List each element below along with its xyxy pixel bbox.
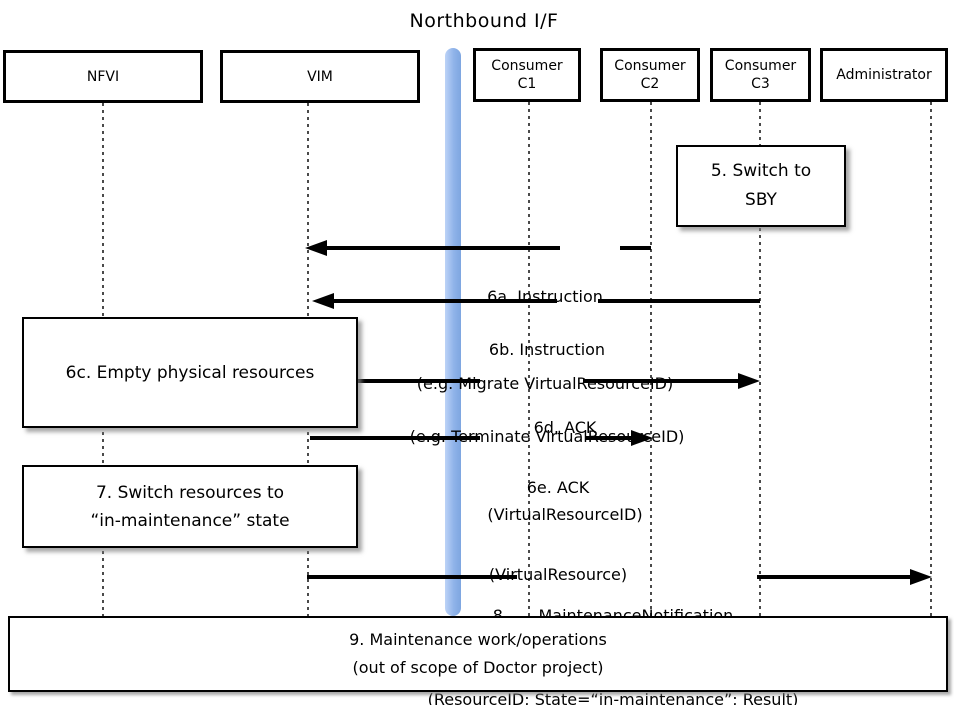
message-label-line: 6b. Instruction xyxy=(488,340,606,359)
lifeline-administrator xyxy=(930,102,932,616)
message-label-line: 6d. ACK xyxy=(533,418,597,437)
message-label-6b-instruction: 6b. Instruction (e.g. Terminate VirtualR… xyxy=(410,277,685,509)
actor-vim: VIM xyxy=(220,50,420,103)
lifeline-consumer-c1 xyxy=(528,102,530,616)
arrow-6d-line xyxy=(358,379,480,383)
arrow-8-line xyxy=(307,575,517,579)
message-label-line: (e.g. Migrate VirtualResourceID) xyxy=(416,374,674,393)
actor-consumer-c2: Consumer C2 xyxy=(600,48,700,102)
arrow-6b-head-icon xyxy=(312,293,334,309)
message-label-6d-ack: 6d. ACK (VirtualResourceID) xyxy=(487,355,642,587)
message-label-line: 6e. ACK xyxy=(526,478,590,497)
arrow-6d-head-icon xyxy=(738,373,760,389)
arrow-6a-line xyxy=(318,246,560,250)
actor-consumer-c1: Consumer C1 xyxy=(473,48,581,102)
actor-administrator: Administrator xyxy=(820,48,948,102)
message-label-line: (e.g. Terminate VirtualResourceID) xyxy=(409,427,685,446)
arrow-8-line xyxy=(757,575,912,579)
arrow-6e-line xyxy=(585,436,633,440)
message-label-6e-ack: 6e. ACK (VirtualResource) xyxy=(489,415,627,647)
arrow-6a-head-icon xyxy=(305,240,327,256)
diagram-title: Northbound I/F xyxy=(409,10,559,32)
arrow-8-head-icon xyxy=(910,569,932,585)
note-step9-maintenance-work: 9. Maintenance work/operations (out of s… xyxy=(8,616,948,692)
note-step7-switch-resources: 7. Switch resources to “in-maintenance” … xyxy=(22,465,358,548)
message-label-line: (ResourceID; State=“in-maintenance”; Res… xyxy=(427,690,799,705)
actor-consumer-c3: Consumer C3 xyxy=(710,48,811,102)
arrow-6e-line xyxy=(310,436,480,440)
message-label-line: 6a. Instruction xyxy=(487,287,603,306)
note-step6c-empty-physical-resources: 6c. Empty physical resources xyxy=(22,317,358,428)
message-label-6a-instruction: 6a. Instruction (e.g. Migrate VirtualRes… xyxy=(417,224,673,456)
arrow-6d-line xyxy=(583,379,740,383)
arrow-6b-line xyxy=(324,299,557,303)
arrow-6e-head-icon xyxy=(631,430,653,446)
lifeline-consumer-c2 xyxy=(650,102,652,616)
message-label-line: (VirtualResourceID) xyxy=(487,505,643,524)
arrow-6a-line xyxy=(620,246,651,250)
lifeline-consumer-c3 xyxy=(759,102,761,616)
message-label-line: (VirtualResource) xyxy=(488,565,628,584)
actor-nfvi: NFVI xyxy=(3,50,203,103)
northbound-interface-bar xyxy=(445,48,461,616)
arrow-6b-line xyxy=(598,299,760,303)
note-step5-switch-to-sby: 5. Switch to SBY xyxy=(676,145,846,227)
